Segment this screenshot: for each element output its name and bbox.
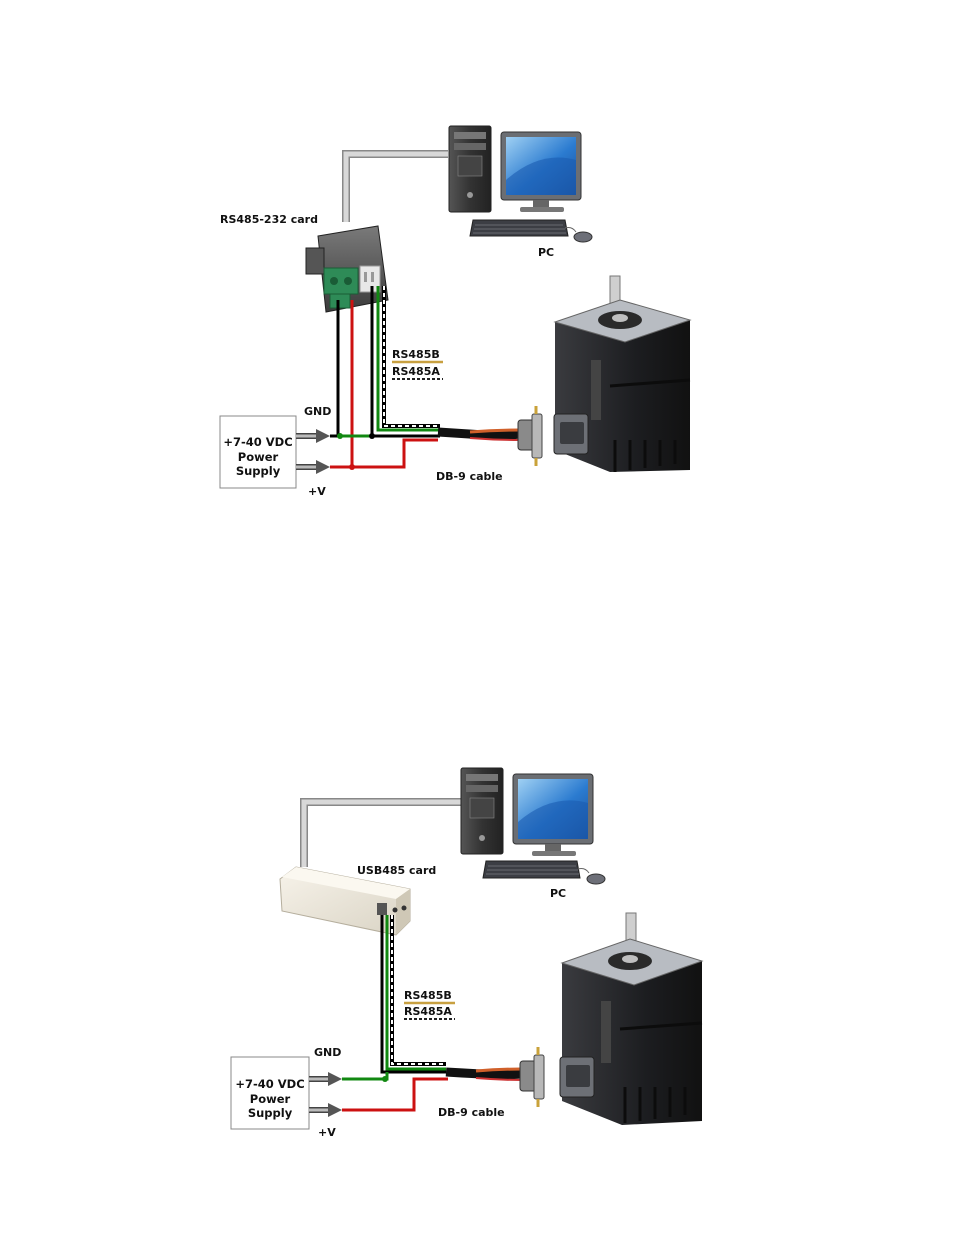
power-wire bbox=[342, 1079, 448, 1110]
gnd-arrow-icon bbox=[296, 429, 330, 443]
mouse-icon bbox=[565, 228, 592, 243]
monitor-icon bbox=[501, 132, 581, 212]
vplus-arrow-icon bbox=[309, 1103, 342, 1117]
rs485a-label: RS485A bbox=[404, 1005, 452, 1018]
rs485b-label: RS485B bbox=[392, 348, 440, 361]
keyboard-icon bbox=[483, 861, 580, 878]
diagram-canvas: +7-40 VDC Power Supply RS485-232 card PC… bbox=[0, 0, 954, 617]
db9-cable-icon bbox=[438, 406, 542, 466]
wiring-diagram-usb485: +7-40 VDC Power Supply USB485 card PC RS… bbox=[0, 617, 954, 1234]
cable-label: DB-9 cable bbox=[436, 470, 503, 483]
rs485b-label: RS485B bbox=[404, 989, 452, 1002]
power-supply-line3: Supply bbox=[236, 464, 281, 478]
mouse-icon bbox=[578, 869, 605, 885]
gnd-wire bbox=[342, 1072, 387, 1079]
gnd-arrow-icon bbox=[309, 1072, 342, 1086]
gnd-junction bbox=[382, 1076, 388, 1082]
power-supply-box: +7-40 VDC Power Supply bbox=[231, 1057, 309, 1129]
wiring-diagram-rs485-232: +7-40 VDC Power Supply RS485-232 card PC… bbox=[0, 0, 954, 617]
cable-label: DB-9 cable bbox=[438, 1106, 505, 1119]
pc-tower-icon bbox=[449, 126, 491, 212]
adapter-label: USB485 card bbox=[357, 864, 436, 877]
pc-label: PC bbox=[550, 887, 566, 900]
pc-tower-icon bbox=[461, 768, 503, 854]
power-supply-line1: +7-40 VDC bbox=[235, 1077, 304, 1091]
power-supply-line2: Power bbox=[250, 1092, 291, 1106]
vplus-label: +V bbox=[308, 485, 326, 498]
gnd-junction bbox=[337, 433, 343, 439]
power-supply-box: +7-40 VDC Power Supply bbox=[220, 416, 296, 488]
rs485-232-adapter-icon bbox=[306, 226, 388, 312]
vplus-arrow-icon bbox=[296, 460, 330, 474]
adapter-label: RS485-232 card bbox=[220, 213, 318, 226]
db9-cable-icon bbox=[446, 1047, 544, 1107]
power-supply-line1: +7-40 VDC bbox=[223, 435, 292, 449]
monitor-icon bbox=[513, 774, 593, 856]
gnd-label: GND bbox=[314, 1046, 341, 1059]
gnd-label: GND bbox=[304, 405, 331, 418]
pc-label: PC bbox=[538, 246, 554, 259]
vplus-label: +V bbox=[318, 1126, 336, 1139]
keyboard-icon bbox=[470, 220, 568, 236]
stepper-motor-icon bbox=[554, 276, 690, 472]
stepper-motor-icon bbox=[560, 913, 702, 1125]
power-supply-line2: Power bbox=[238, 450, 279, 464]
serial-cable bbox=[346, 154, 448, 222]
diagram-canvas: +7-40 VDC Power Supply USB485 card PC RS… bbox=[0, 617, 954, 1234]
rs485a-label: RS485A bbox=[392, 365, 440, 378]
power-junction bbox=[349, 464, 355, 470]
power-supply-line3: Supply bbox=[248, 1106, 293, 1120]
usb-cable bbox=[304, 802, 462, 867]
